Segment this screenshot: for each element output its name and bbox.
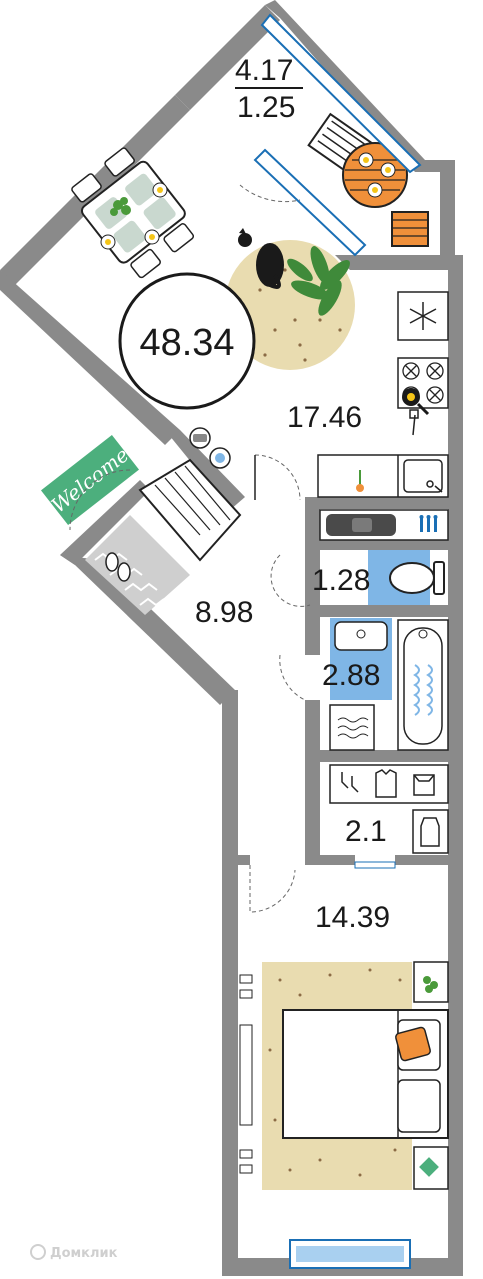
slippers-icon xyxy=(105,552,131,582)
balcony-area-fraction: 4.17 1.25 xyxy=(235,54,303,124)
toilet-icon xyxy=(389,561,445,595)
interior-walls xyxy=(165,430,448,865)
snowflake-icon xyxy=(409,302,437,330)
plant-icon xyxy=(356,470,364,492)
frying-pan-icon xyxy=(402,388,430,416)
hallway-area-label: 8.98 xyxy=(195,596,253,629)
bathroom-area-label: 2.88 xyxy=(322,659,380,692)
watermark-label: Домклик xyxy=(50,1246,118,1261)
socks-icon xyxy=(341,772,359,793)
plant-icon xyxy=(423,976,438,993)
bedroom-area-label: 14.39 xyxy=(315,901,390,934)
balcony xyxy=(239,13,429,257)
bathroom-furniture xyxy=(279,618,449,751)
total-area-label: 48.34 xyxy=(139,322,234,364)
wardrobe-furniture xyxy=(329,764,449,869)
kitchen-living-area-label: 17.46 xyxy=(287,401,362,434)
total-area-circle xyxy=(118,272,256,410)
bathtub-icon xyxy=(397,619,449,751)
balcony-area-label: 4.17 xyxy=(235,54,293,87)
plant-icon xyxy=(287,246,350,316)
bedroom-window xyxy=(239,974,253,1174)
wardrobe-area-label: 2.1 xyxy=(345,815,387,848)
balcony-area-reduced-label: 1.25 xyxy=(237,91,295,124)
toilet-area-label: 1.28 xyxy=(312,564,370,597)
shirt-icon xyxy=(375,769,435,798)
plant-icon xyxy=(110,197,131,216)
sink-icon xyxy=(403,459,443,493)
cat-icon xyxy=(238,228,284,289)
watermark: Домклик xyxy=(30,1244,118,1261)
washing-machine-icon xyxy=(329,704,375,751)
bedroom-furniture xyxy=(239,865,449,1269)
toilet-furniture xyxy=(270,550,445,607)
kitchen-living-furniture xyxy=(71,147,449,541)
towel-rail-icon xyxy=(419,515,438,532)
